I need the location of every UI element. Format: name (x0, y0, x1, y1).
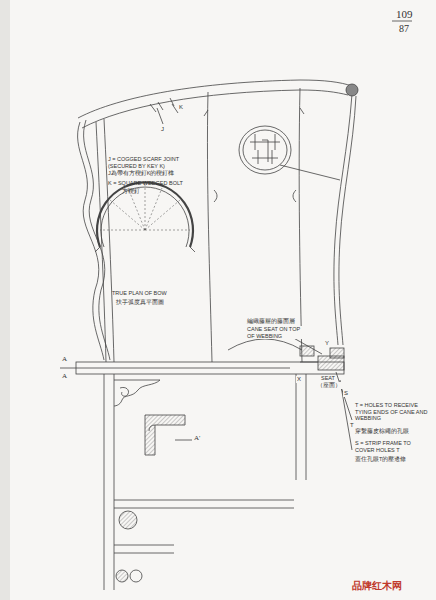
watermark: 品牌红木网 (352, 580, 402, 592)
joint-letter: J (160, 126, 165, 133)
page-number: 87 (399, 23, 409, 35)
section-marker: A (62, 355, 67, 363)
strip-letter: S (343, 390, 349, 397)
plan-title: 扶手弧度真平面圖 (116, 299, 164, 306)
joint-note: J為帶有方楔釘K的楔釘榫 (108, 170, 174, 177)
joint-note: K = SQUARE WEDGED BOLT (108, 180, 183, 187)
holes-note: 穿繫藤皮棕繩的孔眼 (355, 428, 409, 435)
strip-note: S = STRIP FRAME TO COVER HOLES T (355, 440, 430, 453)
strip-note: 蓋住孔眼T的壓邊條 (355, 456, 406, 463)
section-marker: A' (194, 434, 200, 442)
holes-note: T = HOLES TO RECEIVE TYING ENDS OF CANE … (355, 402, 430, 422)
section-marker: A (62, 372, 67, 380)
seat-label: （座面） (316, 382, 342, 389)
plan-title: TRUE PLAN OF BOW (112, 290, 167, 297)
joint-letter: K (178, 104, 184, 111)
joint-note: J = COGGED SCARF JOINT (SECURED BY KEY K… (108, 156, 200, 169)
page-number: 109 (396, 8, 413, 21)
joint-note: 方楔釘 (122, 188, 140, 195)
seat-note: CANE SEAT ON TOP OF WEBBING (246, 326, 308, 339)
seat-label: SEAT (320, 375, 336, 382)
section-letter: X (296, 376, 302, 383)
seat-note: 編織藤屜的藤面層 (246, 318, 296, 325)
hole-letter: T (349, 422, 355, 429)
section-letter: Y (324, 340, 330, 347)
